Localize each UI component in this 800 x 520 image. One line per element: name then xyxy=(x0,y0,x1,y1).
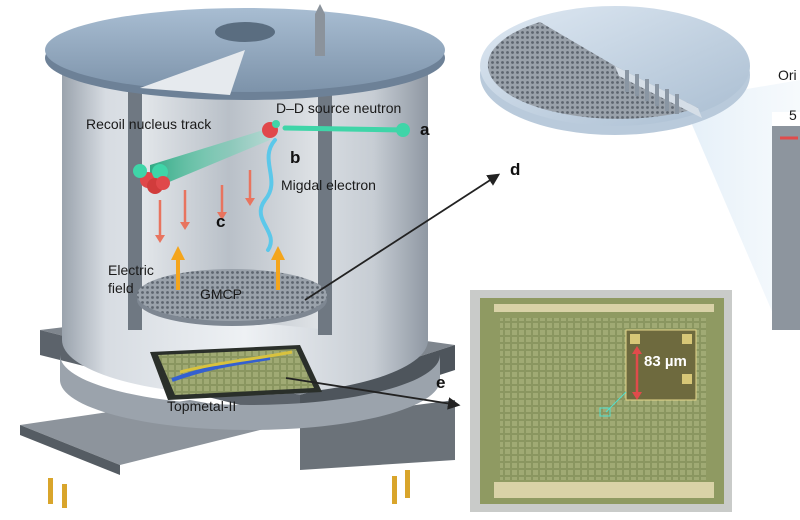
label-recoil-nucleus-track: Recoil nucleus track xyxy=(86,116,212,132)
label-five-partial: 5 xyxy=(789,107,797,123)
inset-leader xyxy=(605,391,627,413)
chip-track-yellow xyxy=(179,350,293,374)
cropped-image-panel xyxy=(772,112,800,330)
label-gmcp: GMCP xyxy=(200,286,242,302)
label-dd-source-neutron: D–D source neutron xyxy=(276,100,402,116)
panel-letter-d: d xyxy=(510,160,521,179)
drift-arrows xyxy=(155,170,255,243)
label-topmetal: Topmetal-II xyxy=(167,398,237,414)
label-83-um: 83 µm xyxy=(644,353,687,370)
cropped-panel-top xyxy=(772,112,800,126)
pointer-arrow-d xyxy=(304,173,501,301)
cut-wall-left xyxy=(128,90,142,330)
recoil-nucleus-track xyxy=(133,120,280,194)
electric-field-arrows xyxy=(171,246,285,290)
lid-cut xyxy=(140,50,245,95)
migdal-electron-track xyxy=(258,138,277,252)
label-ori-partial: Ori xyxy=(778,67,797,83)
neutron-track xyxy=(282,123,410,137)
pointer-arrow-e xyxy=(285,377,461,410)
top-periphery xyxy=(494,304,714,312)
disk-cross-section-channels xyxy=(625,70,679,114)
recoil-nucleus-cluster xyxy=(133,164,170,194)
label-electric-field: Electric field xyxy=(108,262,154,296)
chamber-lid xyxy=(45,4,445,100)
connector-pins xyxy=(48,470,410,508)
panel-letter-e: e xyxy=(436,373,446,392)
topmetal-micrograph xyxy=(470,290,732,512)
panel-letter-c: c xyxy=(216,212,226,231)
panel-letter-b: b xyxy=(290,148,301,167)
label-migdal-electron: Migdal electron xyxy=(281,177,376,193)
magnification-beam xyxy=(612,80,800,330)
chamber-base-ring xyxy=(60,355,440,430)
lid-feedthrough xyxy=(315,14,325,56)
chip-track-blue xyxy=(171,356,271,382)
topmetal-chip-small xyxy=(150,345,322,400)
panel-letter-a: a xyxy=(420,120,430,139)
lid-port xyxy=(215,22,275,42)
gmcp-disk-magnified xyxy=(480,6,800,330)
readout-periphery xyxy=(494,482,714,498)
neutron-particle xyxy=(396,123,410,137)
